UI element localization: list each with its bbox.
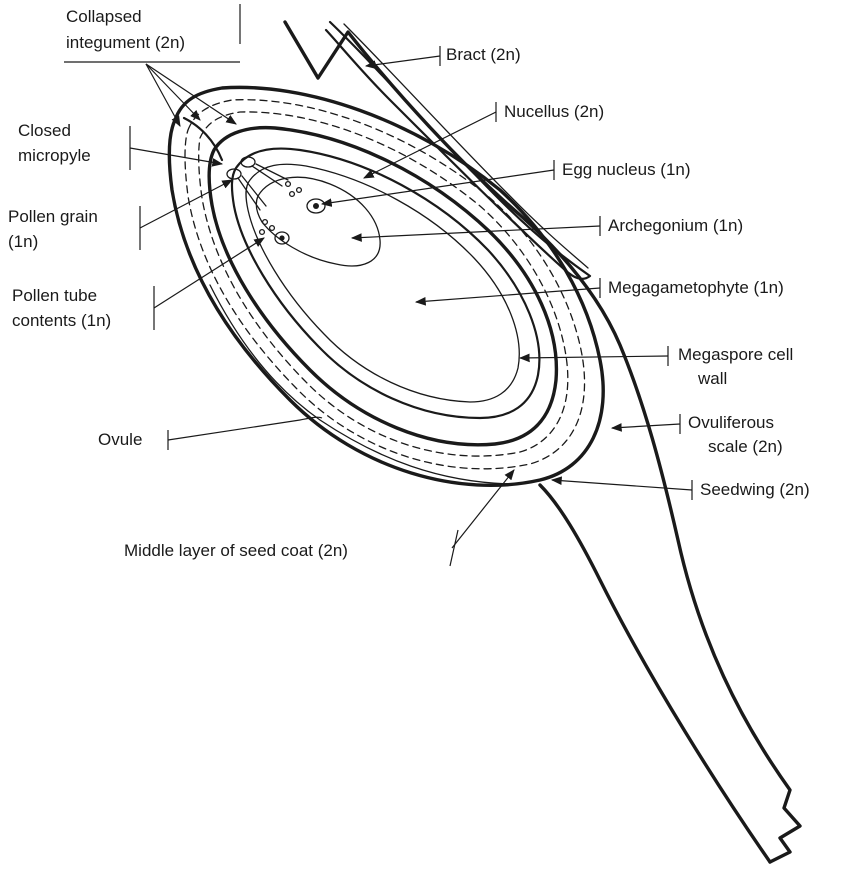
megaspore-leader (520, 356, 668, 358)
collapsed-integument-leader-3 (146, 64, 236, 124)
label-megaspore-line1: Megaspore cell (678, 344, 793, 366)
pollen-body (297, 188, 302, 193)
label-collapsed-integument-line1: Collapsed (66, 6, 142, 28)
archegonium-shape (256, 177, 380, 266)
label-archegonium: Archegonium (1n) (608, 215, 743, 237)
megagametophyte-leader (416, 288, 600, 302)
label-collapsed-integument-line2: integument (2n) (66, 32, 185, 54)
pollen-tube-nucleus-dot (279, 235, 284, 240)
label-pollen-tube-line1: Pollen tube (12, 285, 97, 307)
egg-nucleus-leader (322, 170, 554, 204)
pollen-tube (238, 164, 288, 210)
label-megagametophyte: Megagametophyte (1n) (608, 277, 784, 299)
micropyle (184, 118, 222, 160)
label-ovuliferous-line1: Ovuliferous (688, 412, 774, 434)
seedwing-leader (552, 480, 692, 490)
label-pollen-grain-line2: (1n) (8, 231, 38, 253)
ovuliferous-scale-lower-edge (540, 485, 770, 862)
label-closed-micropyle-line2: micropyle (18, 145, 91, 167)
label-ovule: Ovule (98, 429, 142, 451)
pollen-body (290, 192, 295, 197)
label-ovuliferous-line2: scale (2n) (708, 436, 783, 458)
megagametophyte-inner (246, 164, 519, 402)
archegonium-leader (352, 226, 600, 238)
ovuliferous-leader (612, 424, 680, 428)
label-closed-micropyle-line1: Closed (18, 120, 71, 142)
label-bract: Bract (2n) (446, 44, 521, 66)
pollen-body (260, 230, 265, 235)
middle-layer-bar (450, 530, 458, 566)
collapsed-integument-leader-1 (146, 64, 180, 126)
pollen-body (263, 220, 268, 225)
closed-micropyle-leader (130, 148, 222, 164)
pollen-body (286, 182, 291, 187)
ovule-leader (168, 420, 300, 440)
label-megaspore-line2: wall (698, 368, 727, 390)
pollen-grain-leader (140, 180, 232, 228)
pollen-body (270, 226, 275, 231)
label-nucellus: Nucellus (2n) (504, 101, 604, 123)
pollen-grain-shape-2 (241, 157, 255, 167)
label-pollen-grain-line1: Pollen grain (8, 206, 98, 228)
label-middle-layer: Middle layer of seed coat (2n) (124, 540, 348, 562)
label-seedwing: Seedwing (2n) (700, 479, 810, 501)
collapsed-integument-leader-2 (146, 64, 200, 120)
label-egg-nucleus: Egg nucleus (1n) (562, 159, 691, 181)
egg-nucleus-dot (313, 203, 319, 209)
seed-coat-middle-dashed-1 (185, 100, 585, 469)
ovule-outline (210, 285, 510, 484)
label-pollen-tube-line2: contents (1n) (12, 310, 111, 332)
